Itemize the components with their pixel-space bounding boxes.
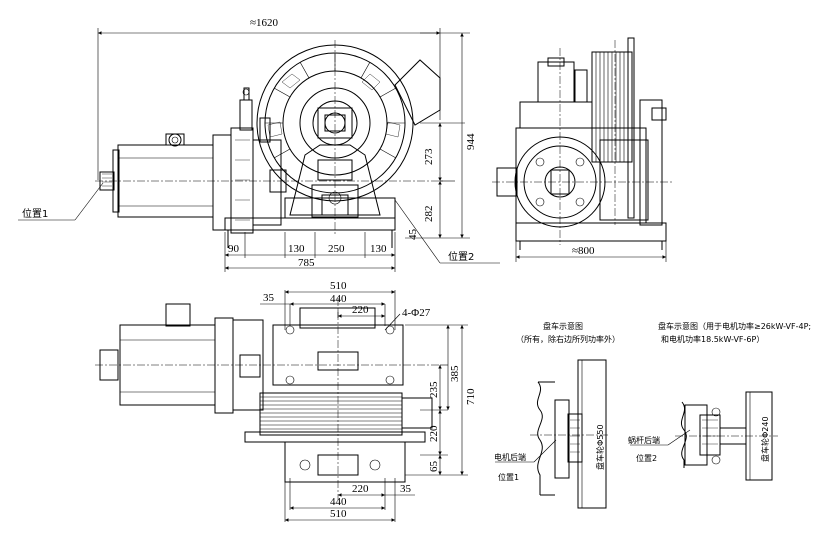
dim-65: 65 (428, 461, 440, 473)
dim-130-left: 130 (288, 243, 305, 255)
dim-710: 710 (465, 388, 477, 405)
holes-label: 4-Φ27 (402, 307, 431, 319)
position-2-label: 位置2 (448, 250, 474, 263)
detail1-handwheel: 盘车轮Φ550 (595, 424, 605, 470)
detail1-subtitle: （所有，除右边所列功率外） (516, 334, 620, 344)
dim-944: 944 (465, 133, 477, 150)
dim-bottom-510: 510 (330, 508, 347, 520)
dim-top-220: 220 (352, 304, 369, 316)
dim-overall-width: ≈1620 (250, 17, 279, 29)
position-1-label: 位置1 (22, 207, 48, 220)
front-view: ≈1620 (18, 17, 500, 272)
detail-handwheel-2: 盘车示意图（用于电机功率≥26kW-VF-4P; 和电机功率18.5kW-VF-… (628, 321, 811, 481)
side-view: ≈800 (492, 37, 672, 262)
dim-90: 90 (228, 243, 240, 255)
dim-right-220: 220 (428, 425, 440, 442)
dim-bottom-440: 440 (330, 496, 347, 508)
dim-45-base: 45 (407, 229, 419, 241)
dim-235: 235 (428, 381, 440, 398)
dim-top-440: 440 (330, 293, 347, 305)
dim-side-width: ≈800 (572, 245, 595, 257)
detail2-worm-end: 蜗杆后端 (628, 435, 660, 445)
dim-273: 273 (423, 148, 435, 165)
detail1-position: 位置1 (498, 472, 519, 482)
dim-top-510: 510 (330, 280, 347, 292)
dim-385: 385 (449, 365, 461, 382)
detail2-handwheel: 盘车轮Φ240 (760, 416, 770, 462)
dim-bottom-220: 220 (352, 483, 369, 495)
dim-250: 250 (328, 243, 345, 255)
dim-top-35: 35 (263, 292, 275, 304)
detail2-title2: 和电机功率18.5kW-VF-6P） (661, 334, 764, 344)
detail2-title: 盘车示意图（用于电机功率≥26kW-VF-4P; (658, 321, 811, 331)
dim-130-right: 130 (370, 243, 387, 255)
detail-handwheel-1: 盘车示意图 （所有，除右边所列功率外） 盘车轮Φ550 电机后端 位置1 (494, 321, 620, 509)
dim-785: 785 (298, 257, 315, 269)
detail1-motor-end: 电机后端 (494, 452, 526, 462)
detail2-position: 位置2 (636, 453, 657, 463)
detail1-title: 盘车示意图 (543, 321, 583, 331)
plan-view: 510 440 35 220 4-Φ27 710 385 235 220 65 … (95, 280, 477, 522)
dim-bottom-35: 35 (400, 483, 412, 495)
dim-282: 282 (423, 206, 435, 223)
